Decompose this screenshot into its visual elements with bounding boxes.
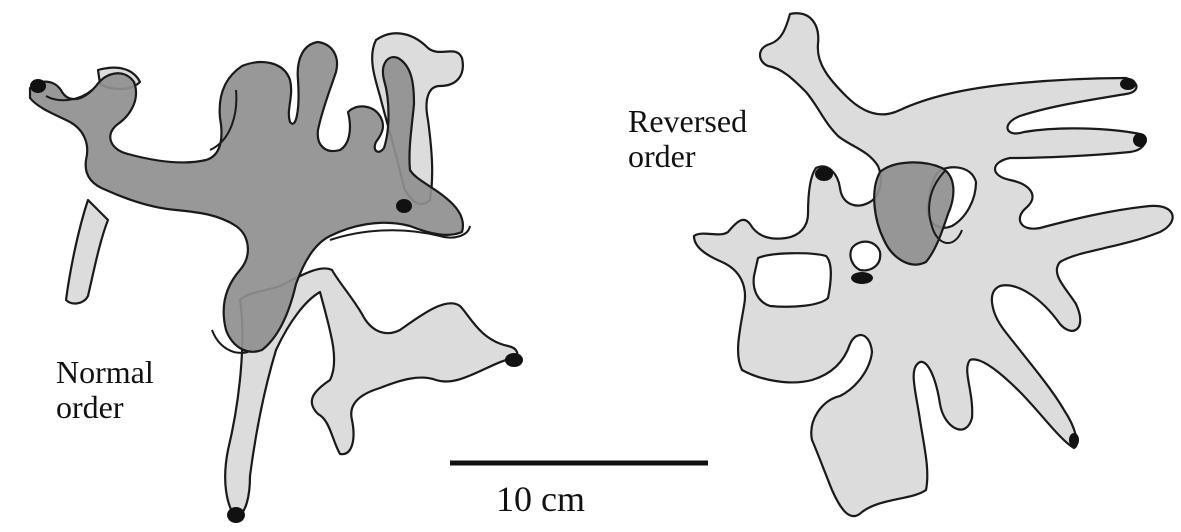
scale-bar-label: 10 cm: [496, 478, 585, 520]
reversed-tip-1: [1120, 78, 1136, 90]
normal-dark-tunnels: [30, 42, 463, 352]
reversed-order-label: Reversed order: [628, 104, 747, 174]
reversed-hole-1: [754, 253, 831, 307]
reversed-tip-4: [851, 272, 873, 284]
normal-tip-3: [505, 353, 523, 367]
reversed-tip-2: [1133, 133, 1147, 147]
normal-tip-4: [227, 507, 245, 523]
normal-order-label: Normal order: [56, 355, 154, 425]
reversed-order-pattern: [694, 13, 1173, 516]
normal-tip-1: [30, 79, 46, 93]
normal-order-pattern: [30, 33, 523, 523]
reversed-tip-3: [815, 167, 833, 181]
normal-tip-2: [396, 199, 412, 213]
reversed-hole-3: [850, 242, 880, 271]
reversed-tip-5: [1069, 433, 1079, 447]
